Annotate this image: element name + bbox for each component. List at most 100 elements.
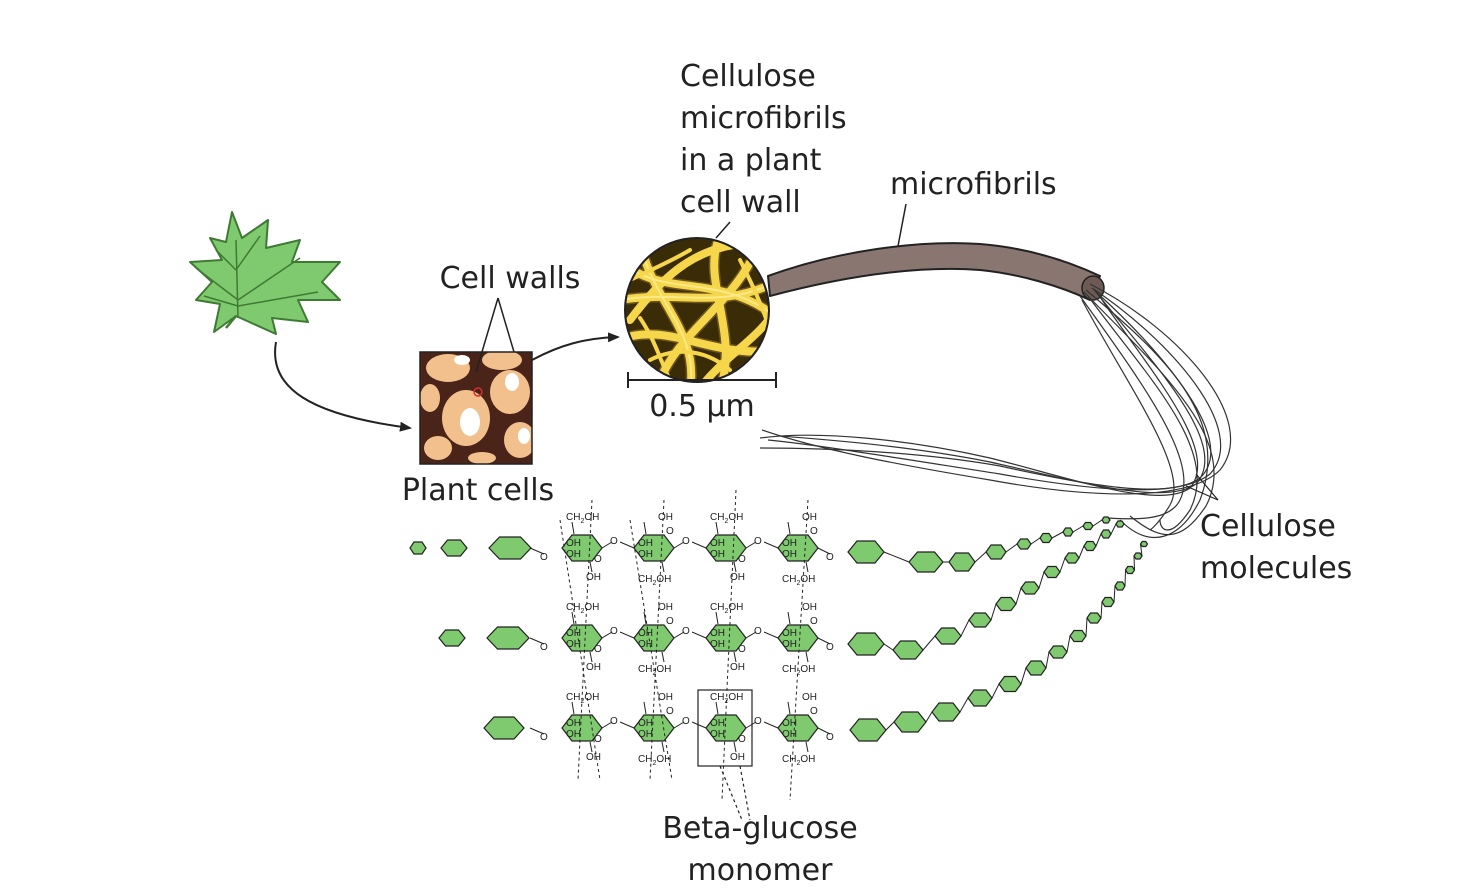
microfibril-mesh-image [624, 237, 770, 383]
glycosidic-oxygen-label: O [754, 536, 762, 547]
glucose-hexagon [995, 596, 1017, 612]
glucose-hexagon [931, 702, 961, 722]
glucose-hexagon [1016, 538, 1032, 550]
glucose-hexagon [1115, 520, 1125, 528]
hexagon-chain [849, 540, 1149, 742]
hydroxyl-label: OH [566, 628, 581, 639]
hydroxyl-label: OH [782, 549, 797, 560]
microfibril-label-pointer [715, 221, 731, 239]
hydroxyl-label: OH [730, 752, 745, 763]
hydroxyl-label: OH [710, 538, 725, 549]
glucose-hexagon [1101, 596, 1115, 608]
glucose-hexagon [440, 539, 468, 557]
hydroxyl-label: OH [638, 718, 653, 729]
hydroxyl-label: OH [658, 692, 673, 703]
oxygen-label: O [540, 732, 548, 743]
ch2oh-label: CH2OH [566, 602, 599, 615]
hydroxyl-label: OH [710, 639, 725, 650]
ch2oh-label: CH2OH [710, 602, 743, 615]
glucose-hexagon [1124, 565, 1136, 575]
ch2oh-label: CH2OH [638, 574, 671, 587]
glucose-hexagon [483, 716, 525, 740]
ch2oh-label: CH2OH [710, 512, 743, 525]
hydroxyl-label: OH [566, 729, 581, 740]
oxygen-label: O [738, 644, 746, 655]
ch2oh-label: CH2OH [638, 754, 671, 767]
microfibril-label-line1: Cellulose [680, 59, 816, 94]
glucose-hexagon [1082, 521, 1094, 531]
glucose-hexagon [1062, 527, 1074, 537]
arrow-cells-to-microfibrils [531, 332, 620, 361]
hydroxyl-label: OH [638, 639, 653, 650]
glycosidic-oxygen-label: O [754, 626, 762, 637]
cellulose-molecules-label-line2: molecules [1200, 551, 1352, 586]
glucose-hexagon [1133, 552, 1143, 560]
hexagon-chain [847, 516, 1111, 573]
oxygen-label: O [540, 552, 548, 563]
hydroxyl-label: OH [802, 512, 817, 523]
oxygen-label: O [666, 706, 674, 717]
glucose-hexagon [1043, 565, 1061, 579]
oxygen-label: O [826, 732, 834, 743]
glucose-hexagon [948, 552, 976, 572]
glucose-hexagon [893, 711, 927, 733]
oxygen-label: O [594, 554, 602, 565]
ch2oh-label: CH2OH [566, 692, 599, 705]
microfibril-label-line3: in a plant [680, 143, 822, 178]
microfibril-fiber-image [767, 242, 1105, 301]
hexagon-chain [847, 520, 1125, 660]
glycosidic-oxygen-label: O [682, 536, 690, 547]
hydroxyl-label: OH [782, 628, 797, 639]
glucose-hexagon [1083, 540, 1097, 552]
glucose-hexagon [985, 544, 1007, 560]
oxygen-label: O [826, 552, 834, 563]
ch2oh-label: CH2OH [782, 754, 815, 767]
ch2oh-label: CH2OH [782, 574, 815, 587]
glucose-hexagon [847, 540, 885, 564]
hydroxyl-label: OH [566, 538, 581, 549]
scale-bar-label: 0.5 µm [649, 389, 755, 424]
glucose-hexagon [1100, 529, 1112, 539]
oxygen-label: O [738, 734, 746, 745]
oxygen-label: O [594, 734, 602, 745]
ch2oh-label: CH2OH [566, 512, 599, 525]
hydroxyl-label: OH [658, 512, 673, 523]
glucose-hexagon [438, 629, 466, 647]
oxygen-label: O [666, 616, 674, 627]
glucose-hexagon [1048, 645, 1068, 659]
cellulose-molecule-strands [759, 283, 1232, 538]
beta-glucose-pointer [719, 765, 751, 821]
oxygen-label: O [738, 554, 746, 565]
microfibrils-label: microfibrils [890, 167, 1057, 202]
glucose-hexagon [934, 627, 962, 645]
maple-leaf-icon [189, 211, 341, 335]
hydroxyl-label: OH [710, 718, 725, 729]
hydroxyl-label: OH [782, 639, 797, 650]
hydroxyl-label: OH [782, 718, 797, 729]
glucose-hexagon [892, 640, 924, 660]
hydroxyl-label: OH [638, 628, 653, 639]
plant-cells-label: Plant cells [402, 473, 554, 508]
hydroxyl-label: OH [638, 549, 653, 560]
cellulose-molecules-pointer [1185, 473, 1219, 501]
glucose-hexagon [908, 551, 944, 573]
glucose-hexagon [1101, 516, 1111, 524]
glucose-hexagon [849, 718, 887, 742]
scale-bar [627, 372, 777, 388]
glucose-hexagon [1069, 629, 1087, 643]
hydroxyl-label: OH [802, 602, 817, 613]
hydroxyl-label: OH [710, 628, 725, 639]
ch2oh-label: CH2OH [782, 664, 815, 677]
hydroxyl-label: OH [586, 662, 601, 673]
glycosidic-oxygen-label: O [610, 626, 618, 637]
hydroxyl-label: OH [566, 549, 581, 560]
glycosidic-oxygen-label: O [754, 716, 762, 727]
hydrogen-bond-lines [559, 489, 809, 801]
hydroxyl-label: OH [730, 662, 745, 673]
glucose-hexagon [409, 541, 427, 555]
glycosidic-oxygen-label: O [682, 626, 690, 637]
glucose-hexagon [1139, 540, 1149, 548]
